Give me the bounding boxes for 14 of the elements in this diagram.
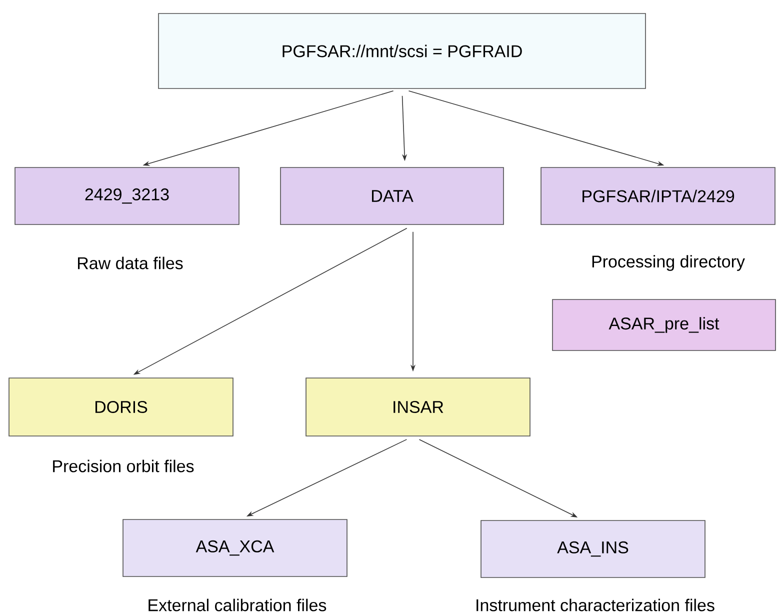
folder-box: PGFSAR://mnt/scsi = PGFRAID [158, 13, 646, 89]
folder-box: DATA [280, 167, 504, 225]
folder-box: ASA_INS [480, 520, 706, 578]
folder-box: ASAR_pre_list [552, 299, 776, 351]
folder-box: DORIS [8, 378, 234, 436]
folder-box: 2429_3213 [14, 167, 240, 225]
node-label: Precision orbit files [53, 460, 194, 472]
node-label: Processing directory [592, 255, 745, 271]
node-label: Raw data files [78, 256, 183, 270]
folder-box: ASA_XCA [122, 519, 348, 577]
node-label: Instrument characterization files [476, 598, 714, 612]
node-label: External calibration files [148, 598, 326, 612]
folder-box: INSAR [306, 378, 530, 436]
folder-box: PGFSAR/IPTA/2429 [540, 167, 776, 225]
